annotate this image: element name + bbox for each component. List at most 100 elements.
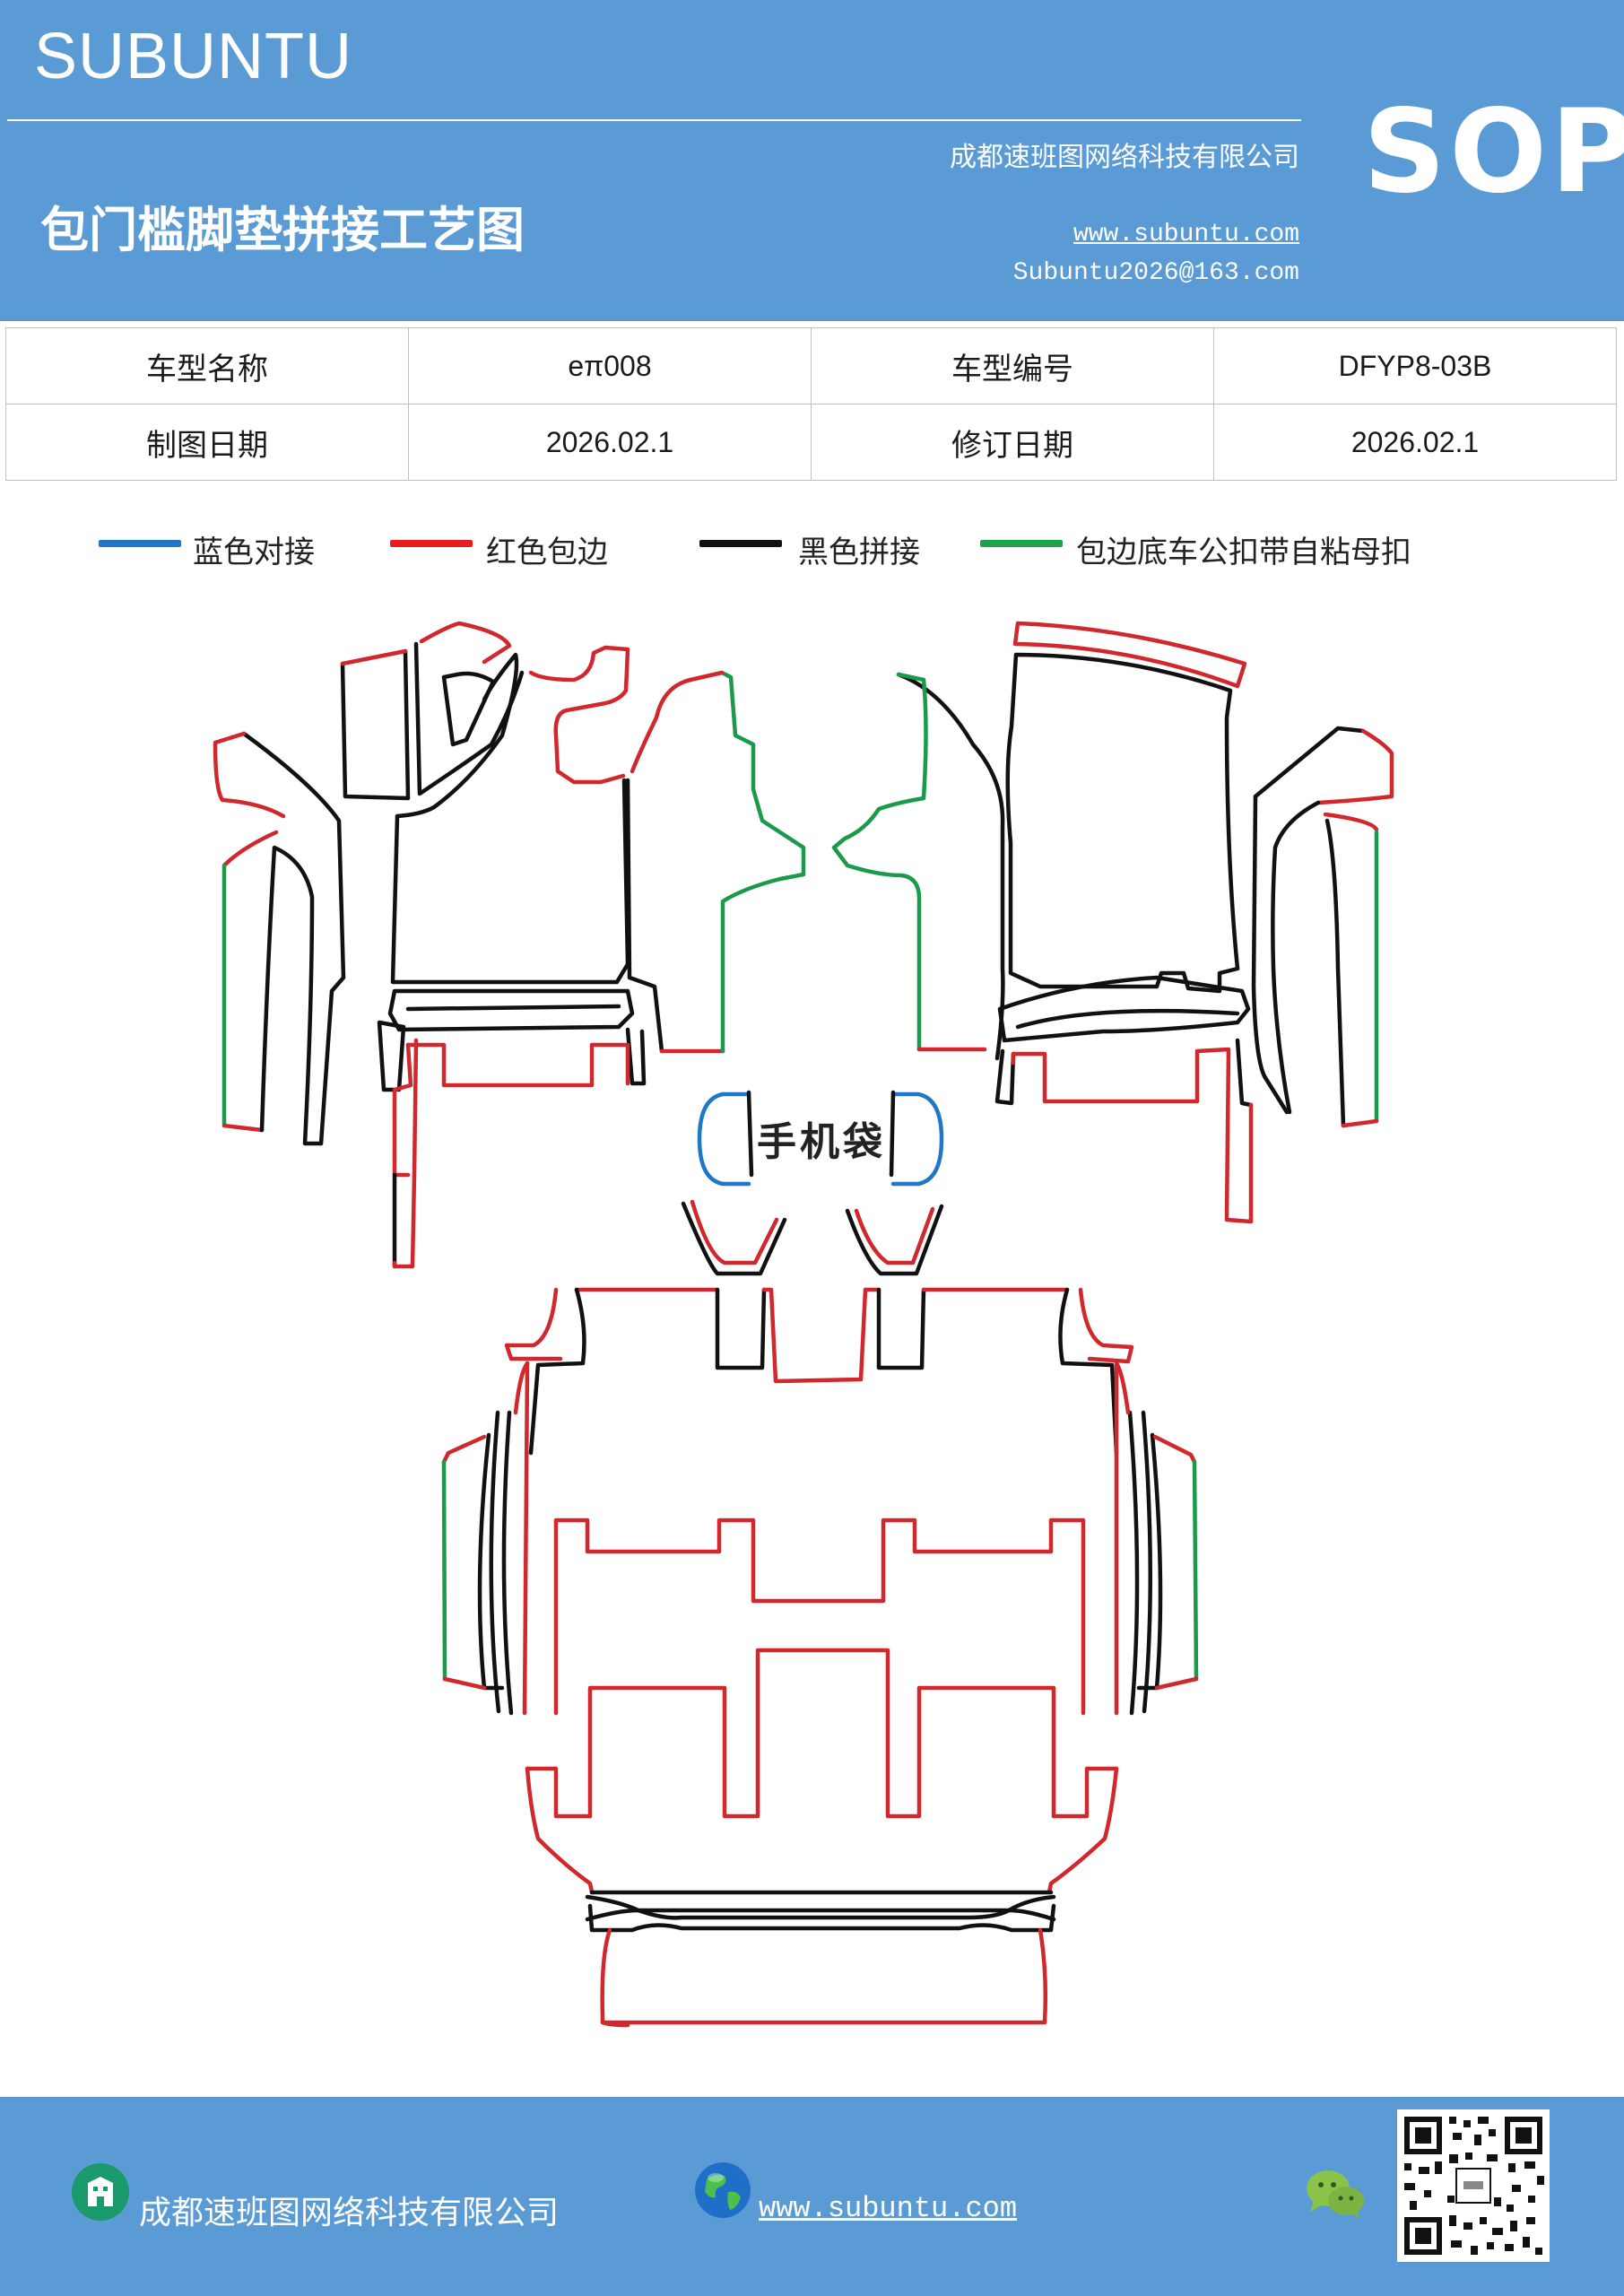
mat-outline bbox=[1078, 1287, 1134, 1364]
mat-outline bbox=[395, 652, 519, 819]
mat-outline bbox=[525, 1766, 593, 1819]
mat-outline bbox=[1323, 812, 1379, 832]
mat-outline bbox=[1316, 728, 1394, 805]
phone-bag-label: 手机袋 bbox=[757, 1119, 886, 1165]
legend-label: 黑色拼接 bbox=[798, 535, 920, 570]
mat-outline bbox=[1127, 1410, 1140, 1716]
mat-outline bbox=[1005, 652, 1240, 994]
table-row: 车型名称 eπ008 车型编号 DFYP8-03B bbox=[5, 327, 1617, 404]
footer-banner: 成都速班图网络科技有限公司 www.subuntu.com bbox=[0, 2097, 1624, 2296]
mat-outline bbox=[1154, 1676, 1199, 1691]
revise-date-label: 修订日期 bbox=[811, 404, 1214, 481]
red-line-swatch bbox=[390, 540, 473, 547]
mat-outline bbox=[600, 2020, 630, 2028]
mat-outline bbox=[513, 1361, 530, 1415]
mat-outline bbox=[405, 1004, 621, 1012]
floor-mat-diagram: 手机袋 bbox=[213, 621, 1394, 2028]
mat-outline bbox=[1271, 800, 1321, 1115]
mat-outline bbox=[213, 731, 286, 819]
mat-outline bbox=[340, 648, 411, 801]
mat-outline bbox=[715, 1287, 767, 1370]
mat-outline bbox=[845, 1204, 944, 1276]
mat-outline bbox=[1012, 621, 1247, 689]
footer-website-link[interactable]: www.subuntu.com bbox=[759, 2192, 1018, 2225]
mat-outline bbox=[392, 1038, 419, 1269]
footer-company: 成都速班图网络科技有限公司 bbox=[139, 2195, 560, 2231]
sop-badge: SOP bbox=[1363, 85, 1624, 219]
model-code-value: DFYP8-03B bbox=[1213, 327, 1617, 404]
mat-outline bbox=[390, 778, 630, 985]
brand-name: SUBUNTU bbox=[34, 21, 353, 92]
mat-outline bbox=[259, 845, 324, 1146]
mat-outline bbox=[504, 1287, 563, 1361]
mat-outline bbox=[241, 731, 346, 1146]
header-website-link[interactable]: www.subuntu.com bbox=[1073, 221, 1299, 248]
table-row: 制图日期 2026.02.1 修订日期 2026.02.1 bbox=[5, 404, 1617, 481]
mat-outline bbox=[489, 1410, 501, 1714]
mat-outline bbox=[1324, 818, 1346, 1128]
mat-outline bbox=[1058, 1287, 1119, 1456]
mat-outline bbox=[630, 670, 725, 774]
revise-date-value: 2026.02.1 bbox=[1213, 404, 1617, 481]
mat-outline bbox=[501, 1410, 514, 1716]
mat-outline bbox=[441, 1459, 447, 1682]
mat-outline bbox=[525, 1766, 595, 1895]
mat-outline bbox=[1251, 794, 1290, 1115]
model-name-label: 车型名称 bbox=[5, 327, 409, 404]
header-banner: SUBUNTU 成都速班图网络科技有限公司 包门槛脚垫拼接工艺图 www.sub… bbox=[0, 0, 1624, 321]
mat-outline bbox=[522, 1361, 530, 1716]
mat-outline bbox=[1051, 1766, 1119, 1819]
mat-outline bbox=[340, 648, 408, 666]
legend-label: 红色包边 bbox=[486, 535, 608, 570]
mat-outline bbox=[1253, 726, 1366, 799]
building-icon bbox=[72, 2163, 129, 2221]
page-title: 包门槛脚垫拼接工艺图 bbox=[40, 201, 525, 258]
mat-outline bbox=[405, 1042, 630, 1088]
mat-outline bbox=[1235, 1038, 1254, 1108]
globe-icon bbox=[695, 2162, 751, 2218]
info-table: 车型名称 eπ008 车型编号 DFYP8-03B 制图日期 2026.02.1… bbox=[5, 327, 1617, 481]
mat-outline bbox=[625, 778, 664, 1054]
qr-code[interactable] bbox=[1397, 2109, 1550, 2262]
mat-outline bbox=[831, 672, 928, 1052]
mat-outline bbox=[477, 1432, 505, 1691]
legend-label: 蓝色对接 bbox=[193, 535, 315, 570]
mat-outline bbox=[585, 1908, 1056, 1922]
legend-label: 包边底车公扣带自粘母扣 bbox=[1076, 535, 1411, 570]
mat-outline bbox=[553, 1518, 1086, 1716]
header-company: 成都速班图网络科技有限公司 bbox=[950, 142, 1299, 173]
blue-line-swatch bbox=[99, 540, 181, 547]
mat-outline bbox=[221, 1123, 265, 1133]
header-email[interactable]: Subuntu2026@163.com bbox=[1012, 259, 1299, 287]
rear-mats bbox=[441, 1199, 1199, 2028]
mat-outline bbox=[997, 975, 1251, 1043]
mat-outline bbox=[1192, 1459, 1199, 1682]
mat-outline bbox=[528, 1287, 586, 1456]
phone-bag-right-flap bbox=[890, 1091, 944, 1187]
phone-bag-seam bbox=[889, 1090, 896, 1178]
mat-outline bbox=[1114, 1361, 1131, 1415]
green-line-swatch bbox=[980, 540, 1063, 547]
mat-outline bbox=[719, 670, 806, 1054]
mat-outline bbox=[690, 1199, 779, 1265]
phone-bag: 手机袋 bbox=[697, 1090, 944, 1187]
mat-outline bbox=[896, 672, 1005, 1061]
mat-outline bbox=[1152, 1434, 1197, 1465]
mat-outline bbox=[1011, 1047, 1254, 1224]
mat-outline bbox=[1341, 1118, 1379, 1128]
mat-outline bbox=[1015, 1008, 1240, 1030]
wechat-icon bbox=[1307, 2170, 1364, 2219]
draw-date-label: 制图日期 bbox=[5, 404, 409, 481]
mat-outline bbox=[854, 1206, 935, 1265]
mat-outline bbox=[587, 1648, 1056, 1819]
mat-outline bbox=[221, 830, 279, 868]
mat-outline bbox=[377, 1020, 406, 1092]
model-code-label: 车型编号 bbox=[811, 327, 1214, 404]
mat-outline bbox=[441, 1434, 487, 1465]
mat-outline bbox=[442, 1676, 487, 1691]
mat-outline bbox=[387, 988, 635, 1032]
mat-outline bbox=[441, 671, 496, 747]
phone-bag-seam bbox=[746, 1090, 754, 1178]
front-right-mats bbox=[831, 621, 1394, 1224]
mat-outline bbox=[585, 1894, 1056, 1920]
